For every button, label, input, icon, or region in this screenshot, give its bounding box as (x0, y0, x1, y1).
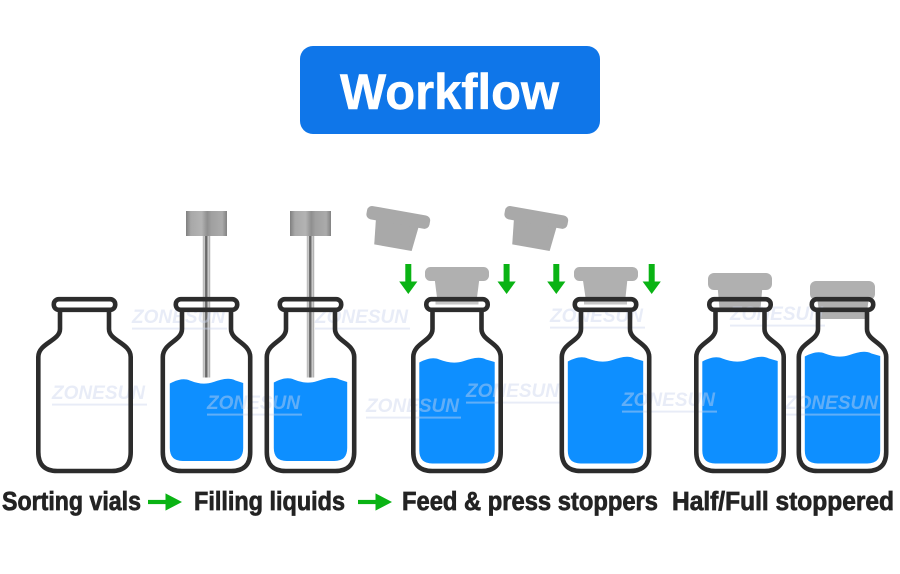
svg-text:ZONESUN: ZONESUN (206, 393, 301, 414)
svg-text:Half/Full stoppered: Half/Full stoppered (672, 488, 894, 516)
svg-text:ZONESUN: ZONESUN (784, 393, 879, 414)
svg-text:ZONESUN: ZONESUN (465, 381, 560, 402)
svg-text:ZONESUN: ZONESUN (131, 307, 226, 328)
svg-text:Sorting vials: Sorting vials (2, 488, 141, 516)
svg-text:Workflow: Workflow (340, 63, 560, 120)
svg-text:ZONESUN: ZONESUN (621, 390, 716, 411)
svg-text:ZONESUN: ZONESUN (314, 307, 409, 328)
svg-text:Feed & press stoppers: Feed & press stoppers (402, 488, 658, 516)
svg-text:Filling liquids: Filling liquids (194, 488, 345, 516)
svg-text:ZONESUN: ZONESUN (51, 383, 146, 404)
